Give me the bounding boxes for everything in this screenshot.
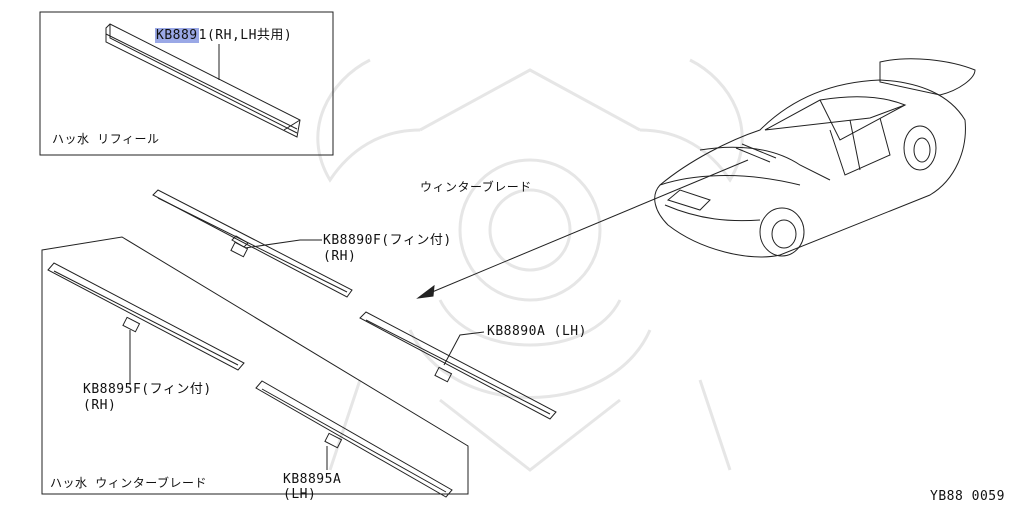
leader-kb8890f [244, 239, 322, 249]
center-label: ウィンターブレード [420, 180, 532, 194]
refill-strip [105, 23, 301, 138]
label-kb8890a: KB8890A (LH) [487, 324, 587, 339]
blade-kb8890f [152, 189, 353, 298]
refill-part-number: KB8891(RH,LH共用) [155, 28, 293, 43]
blade-kb8895a [255, 380, 453, 498]
refill-part-number-highlight: KB889 [155, 28, 199, 43]
label-kb8895a-line1: KB8895A [283, 472, 342, 487]
blade-kb8895f [47, 262, 245, 371]
refill-box [39, 11, 334, 156]
refill-box-caption: ハッ水 リフィール [52, 132, 160, 146]
watermark-crest [316, 58, 744, 472]
refill-part-number-rest: 1(RH,LH共用) [198, 28, 293, 43]
label-kb8895a-line2: (LH) [283, 487, 317, 502]
label-kb8895f-line2: (RH) [83, 398, 117, 413]
figure-code: YB88 0059 [930, 489, 1005, 504]
label-kb8895f-line1: KB8895F(フィン付) [83, 382, 212, 397]
car-illustration [654, 58, 976, 258]
blade-kb8890a [359, 311, 557, 420]
leader-kb8890a [443, 331, 485, 366]
winter-blade-box-caption: ハッ水 ウィンターブレード [50, 476, 208, 490]
winter-blade-box [41, 236, 469, 495]
label-kb8890f-line2: (RH) [323, 249, 357, 264]
label-kb8890f-line1: KB8890F(フィン付) [323, 233, 452, 248]
location-arrow [416, 159, 749, 299]
